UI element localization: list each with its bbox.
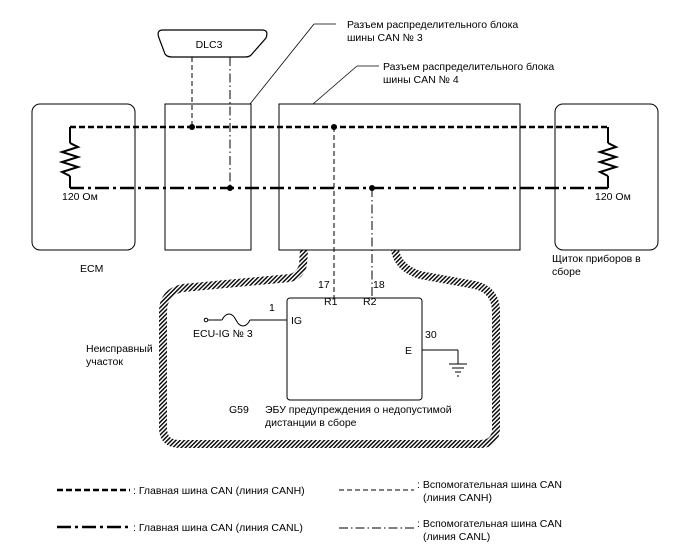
fuse-terminal-left [203,317,209,323]
pin-r1: R1 [324,296,338,308]
ecm-box [31,103,136,251]
junction-4-leader [312,65,358,105]
splice-dlc3-canl [227,185,233,191]
junction-3-label-line2: шины CAN № 3 [347,32,423,44]
fuse-label: ECU-IG № 3 [193,328,253,340]
pin-number-ig: 1 [269,302,275,314]
ecu-box [286,297,423,401]
ecm-label: ECM [80,263,103,275]
pin-ig: IG [291,315,302,327]
junction-4-label-line1: Разъем распределительного блока [383,61,554,73]
junction-4-label-line2: шины CAN № 4 [383,74,459,86]
pin-e: E [405,345,412,357]
legend-sub-canh-line1: : Вспомогательная шина CAN [417,479,562,491]
junction-3-leader [249,23,315,105]
dlc3-connector [157,29,268,58]
ground-icon [449,363,467,377]
meter-resistor-value: 120 Ом [595,191,631,203]
legend-sub-canl-line1: : Вспомогательная шина CAN [417,518,562,530]
ecu-name-line1: ЭБУ предупреждения о недопустимой [265,404,452,416]
ecu-name-line2: дистанции в сборе [265,417,357,429]
ecm-resistor-value: 120 Ом [62,191,98,203]
faulty-area-label-line1: Неисправный [86,343,153,355]
faulty-area-label-line2: участок [86,356,123,368]
meter-label-line2: сборе [552,266,581,278]
splice-dlc3-canh [189,124,195,130]
junction-3-label-line1: Разъем распределительного блока [347,19,518,31]
fuse-icon [221,313,251,327]
pin-number-r2: 18 [373,279,385,291]
junction-connector-3-box [164,103,252,251]
junction-connector-4-box [278,103,521,251]
pin-number-r1: 17 [318,279,330,291]
ecm-resistor [58,142,82,177]
pin-number-e: 30 [425,329,437,341]
legend-main-canh: : Главная шина CAN (линия CANH) [133,485,305,497]
combination-meter-box [554,103,659,251]
dlc3-label: DLC3 [196,39,223,51]
pin-r2: R2 [363,296,377,308]
legend-sub-canh-line2: (линия CANH) [423,492,492,504]
legend-main-canl: : Главная шина CAN (линия CANL) [133,522,303,534]
meter-resistor [596,142,620,177]
ecu-code: G59 [229,404,249,416]
meter-label-line1: Щиток приборов в [552,253,641,265]
legend-sub-canl-line2: (линия CANL) [423,531,490,543]
